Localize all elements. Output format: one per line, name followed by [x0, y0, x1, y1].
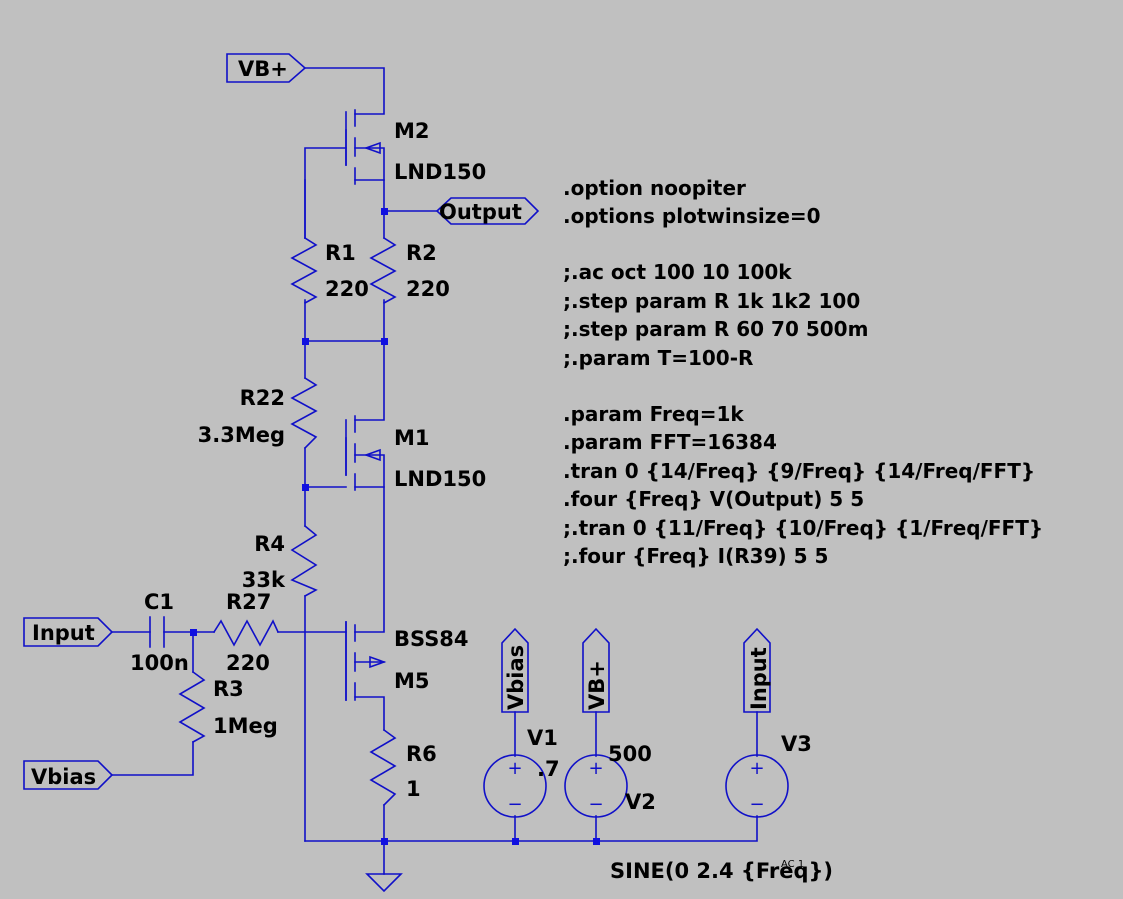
junctions [190, 208, 600, 845]
v1-name[interactable]: V1 [527, 726, 558, 750]
v3-ac-overlay: AC 1 [781, 859, 804, 870]
directive-line[interactable]: ;.param T=100-R [563, 346, 753, 370]
mosfet-m5-symbol[interactable] [345, 621, 387, 701]
minus-sign: − [507, 794, 522, 815]
mosfet-m2-symbol[interactable] [345, 109, 385, 185]
net-flag-input[interactable]: Input [23, 617, 114, 647]
voltage-source-v3-symbol[interactable]: + − [725, 754, 789, 818]
resistor-r6-symbol[interactable] [369, 728, 397, 807]
m1-name[interactable]: M1 [394, 426, 430, 450]
directive-line[interactable]: ;.step param R 60 70 500m [563, 317, 868, 341]
net-flag-label: Input [32, 621, 95, 645]
r22-value[interactable]: 3.3Meg [198, 423, 285, 447]
r2-name[interactable]: R2 [406, 241, 437, 265]
directive-line[interactable]: ;.ac oct 100 10 100k [563, 260, 792, 284]
net-flag-label: Vbias [504, 645, 528, 710]
resistor-r22-symbol[interactable] [290, 376, 318, 450]
plus-sign: + [749, 758, 764, 779]
capacitor-c1-symbol[interactable] [149, 616, 165, 648]
r4-name[interactable]: R4 [254, 532, 285, 556]
component-labels: M2 LND150 M1 LND150 BSS84 M5 R1 220 R2 2… [130, 119, 833, 883]
v2-name[interactable]: V2 [625, 790, 656, 814]
net-flag-input-source[interactable]: Input [743, 627, 771, 713]
m1-value[interactable]: LND150 [394, 467, 486, 491]
directive-line[interactable]: .option noopiter [563, 176, 746, 200]
m2-name[interactable]: M2 [394, 119, 430, 143]
r1-value[interactable]: 220 [325, 277, 369, 301]
resistor-r2-symbol[interactable] [369, 236, 397, 305]
plus-sign: + [588, 758, 603, 779]
net-flag-vbplus[interactable]: VB+ [226, 53, 307, 83]
ground-symbol[interactable] [365, 873, 403, 893]
r6-name[interactable]: R6 [406, 742, 437, 766]
net-flag-vbplus-source[interactable]: VB+ [582, 627, 610, 713]
minus-sign: − [749, 794, 764, 815]
net-flag-output[interactable]: Output [435, 197, 540, 225]
r1-name[interactable]: R1 [325, 241, 356, 265]
minus-sign: − [588, 794, 603, 815]
m2-value[interactable]: LND150 [394, 160, 486, 184]
v3-value[interactable]: SINE(0 2.4 {Freq}) [610, 859, 833, 883]
v2-value[interactable]: 500 [608, 742, 652, 766]
r2-value[interactable]: 220 [406, 277, 450, 301]
v3-name[interactable]: V3 [781, 732, 812, 756]
r3-name[interactable]: R3 [213, 677, 244, 701]
net-flag-label: VB+ [585, 660, 609, 710]
m5-name[interactable]: M5 [394, 669, 430, 693]
r3-value[interactable]: 1Meg [213, 714, 278, 738]
spice-directives: .option noopiter .options plotwinsize=0 … [563, 176, 1043, 568]
r27-name[interactable]: R27 [226, 590, 271, 614]
net-flag-label: Input [747, 647, 771, 710]
c1-name[interactable]: C1 [144, 590, 174, 614]
net-flag-label: Vbias [31, 765, 96, 789]
directive-line[interactable]: .param Freq=1k [563, 402, 744, 426]
directive-line[interactable]: ;.tran 0 {11/Freq} {10/Freq} {1/Freq/FFT… [563, 516, 1043, 540]
directive-line[interactable]: .four {Freq} V(Output) 5 5 [563, 487, 864, 511]
r4-value[interactable]: 33k [242, 568, 286, 592]
directive-line[interactable]: ;.four {Freq} I(R39) 5 5 [563, 544, 828, 568]
m5-value[interactable]: BSS84 [394, 627, 469, 651]
directive-line[interactable]: .options plotwinsize=0 [563, 204, 821, 228]
net-flag-vbias-source[interactable]: Vbias [501, 627, 529, 713]
resistor-r1-symbol[interactable] [290, 236, 318, 305]
net-flag-vbias[interactable]: Vbias [23, 760, 114, 790]
r22-name[interactable]: R22 [240, 386, 285, 410]
net-flag-label: Output [439, 200, 522, 224]
directive-line[interactable]: .param FFT=16384 [563, 430, 777, 454]
directive-line[interactable]: .tran 0 {14/Freq} {9/Freq} {14/Freq/FFT} [563, 459, 1035, 483]
resistor-r3-symbol[interactable] [178, 670, 206, 744]
v1-value[interactable]: .7 [537, 757, 560, 781]
c1-value[interactable]: 100n [130, 651, 189, 675]
directive-line[interactable]: ;.step param R 1k 1k2 100 [563, 289, 860, 313]
plus-sign: + [507, 758, 522, 779]
r6-value[interactable]: 1 [406, 777, 421, 801]
voltage-source-v2-symbol[interactable]: + − [564, 754, 628, 818]
resistor-r27-symbol[interactable] [212, 619, 280, 647]
mosfet-m1-symbol[interactable] [345, 415, 385, 491]
r27-value[interactable]: 220 [226, 651, 270, 675]
resistor-r4-symbol[interactable] [290, 524, 318, 598]
voltage-source-v1-symbol[interactable]: + − [483, 754, 547, 818]
net-flag-label: VB+ [238, 57, 288, 81]
